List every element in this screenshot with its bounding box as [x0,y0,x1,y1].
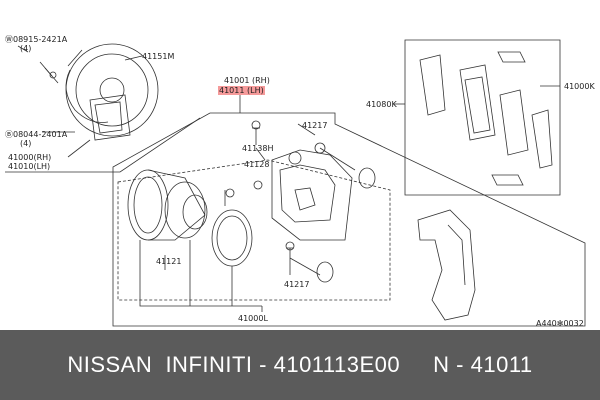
guide-pin-top-label: 41217 [302,121,328,130]
bolt2-part-number: Ⓑ08044-2401A [5,130,68,139]
exploded-parts-diagram [5,39,586,327]
part-number-text: NISSAN INFINITI - 4101113E00 N - 41011 [67,352,533,377]
bolt-quantity: (4) [20,44,32,53]
mounting-bracket [417,209,476,321]
part-number-banner: NISSAN INFINITI - 4101113E00 N - 41011 [0,330,600,400]
bolt2-quantity: (4) [20,139,32,148]
guide-pin-bottom-label: 41217 [284,280,310,289]
caliper-rh-label: 41000(RH) [8,153,52,162]
caliper-kit-part-number: 41000L [238,314,268,323]
pad-kit-frame [394,39,561,196]
piston-part-number: 41121 [156,257,182,266]
pad-set-part-number: 41000K [564,82,595,91]
shield-part-number: 41151M [142,52,175,61]
diagram-reference-id: A440✻0032 [536,319,584,328]
lh-part-code-highlighted: 41011 (LH) [218,86,265,95]
guide-pins [289,142,376,283]
caliper-body [251,120,353,275]
cap-part-number: 41128 [244,160,270,169]
bolt-part-number: Ⓦ08915-2421A [5,35,68,44]
bleeder-part-number: 41138H [242,144,274,153]
piston-seal-group [127,169,262,307]
rh-part-code: 41001 (RH) [224,76,270,85]
caliper-lh-label: 41010(LH) [8,162,51,171]
hub-assembly-inset [5,43,201,173]
pad-kit-part-number: 41080K [366,100,397,109]
caliper-kit-frame [112,112,586,327]
